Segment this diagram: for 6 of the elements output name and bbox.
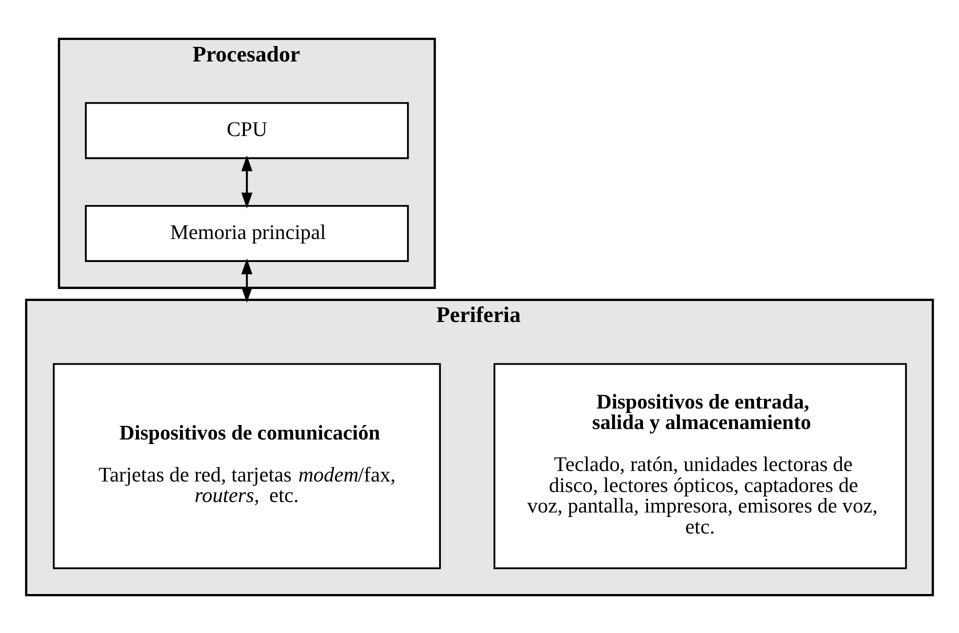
arrow xyxy=(241,258,252,302)
node-box: Dispositivos de entrada, salida y almacenamiento Teclado, ratón, unidades lectoras de disco, lectores ópticos, captadores de voz, pantalla, impresora, emisores de voz, etc. xyxy=(494,362,907,569)
node-box: CPU xyxy=(84,102,409,159)
node-box: Memoria principal xyxy=(84,204,409,262)
node-box: Dispositivos de comunicación Tarjetas de red, tarjetas modem/fax, routers, etc. xyxy=(52,362,441,569)
arrow xyxy=(241,154,252,208)
